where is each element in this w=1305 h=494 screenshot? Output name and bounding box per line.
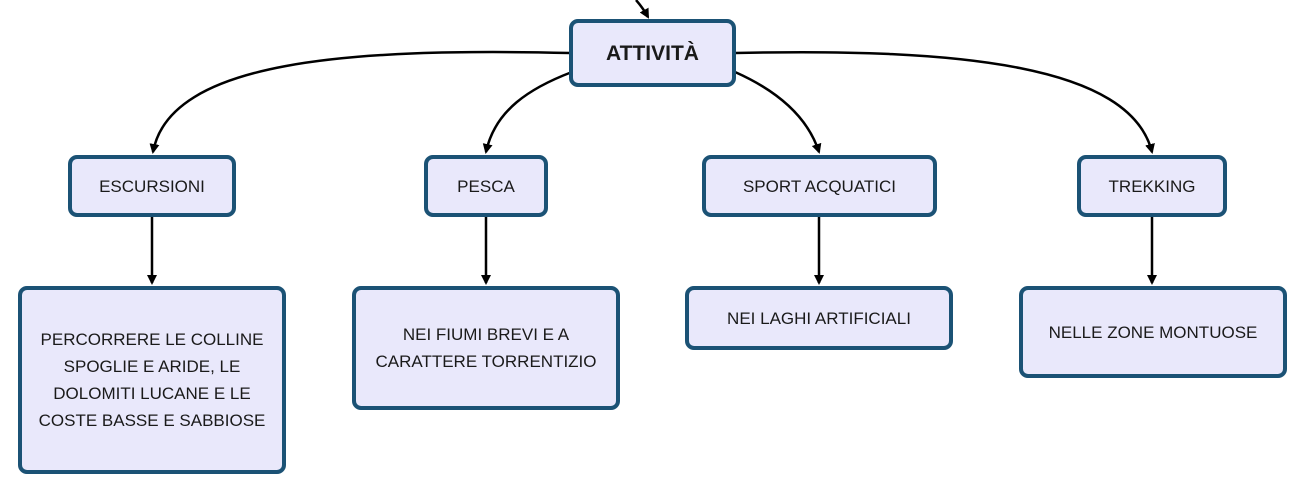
connector-root-sport-acquatici xyxy=(734,70,822,154)
category-node-trekking: TREKKING xyxy=(1077,155,1227,217)
connector-root-pesca xyxy=(482,70,573,154)
detail-node-escursioni: PERCORRERE LE COLLINE SPOGLIE E ARIDE, L… xyxy=(18,286,286,474)
detail-node-pesca: NEI FIUMI BREVI E A CARATTERE TORRENTIZI… xyxy=(352,286,620,410)
root-node-label: ATTIVITÀ xyxy=(606,41,699,65)
category-label-pesca: PESCA xyxy=(457,176,515,196)
detail-text-pesca: NEI FIUMI BREVI E A CARATTERE TORRENTIZI… xyxy=(375,325,597,371)
detail-text-trekking: NELLE ZONE MONTUOSE xyxy=(1048,322,1258,342)
category-node-sport-acquatici: SPORT ACQUATICI xyxy=(702,155,937,217)
connector-root-trekking xyxy=(734,50,1155,154)
category-label-trekking: TREKKING xyxy=(1108,176,1196,196)
category-node-escursioni: ESCURSIONI xyxy=(68,155,236,217)
root-node-attivita: ATTIVITÀ xyxy=(569,19,736,87)
detail-node-trekking: NELLE ZONE MONTUOSE xyxy=(1019,286,1287,378)
category-label-escursioni: ESCURSIONI xyxy=(99,176,205,196)
detail-text-sport-acquatici: NEI LAGHI ARTIFICIALI xyxy=(727,308,911,328)
incoming-arrow xyxy=(635,0,650,19)
detail-node-sport-acquatici: NEI LAGHI ARTIFICIALI xyxy=(685,286,953,350)
category-node-pesca: PESCA xyxy=(424,155,548,217)
category-label-sport-acquatici: SPORT ACQUATICI xyxy=(742,176,897,196)
detail-text-escursioni: PERCORRERE LE COLLINE SPOGLIE E ARIDE, L… xyxy=(38,330,266,430)
connector-root-escursioni xyxy=(149,50,571,154)
